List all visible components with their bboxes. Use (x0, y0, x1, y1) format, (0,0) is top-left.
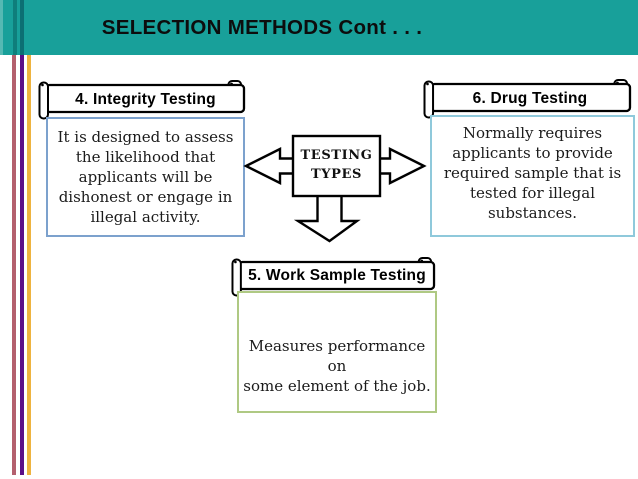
testing-types-arrows (243, 134, 427, 243)
stripe-purple (20, 55, 24, 475)
work-sample-testing-body: Measures performance on some element of … (237, 291, 437, 413)
arrow-right-icon (375, 147, 427, 185)
arrow-down-icon (293, 192, 361, 243)
arrow-left-icon (243, 147, 298, 185)
scroll-banner-work-sample (231, 257, 436, 297)
testing-types-box (291, 134, 382, 198)
drug-testing-title: 6. Drug Testing (472, 90, 588, 107)
stripe-rose (12, 55, 16, 475)
testing-types-label: TESTING TYPES (300, 148, 373, 182)
header-stripe-shadow-1 (13, 0, 17, 55)
integrity-testing-body: It is designed to assess the likelihood … (46, 117, 245, 237)
header-band: SELECTION METHODS Cont . . . (0, 0, 638, 55)
scroll-banner-integrity (38, 80, 246, 120)
stripe-gold (27, 55, 31, 475)
scroll-banner-drug (423, 79, 632, 119)
work-sample-testing-title: 5. Work Sample Testing (248, 267, 426, 284)
drug-testing-body: Normally requires applicants to provide … (430, 115, 635, 237)
integrity-testing-title: 4. Integrity Testing (75, 91, 216, 108)
header-stripe-shadow-2 (20, 0, 24, 55)
slide-title: SELECTION METHODS Cont . . . (101, 16, 423, 39)
header-edge-highlight (0, 0, 3, 55)
